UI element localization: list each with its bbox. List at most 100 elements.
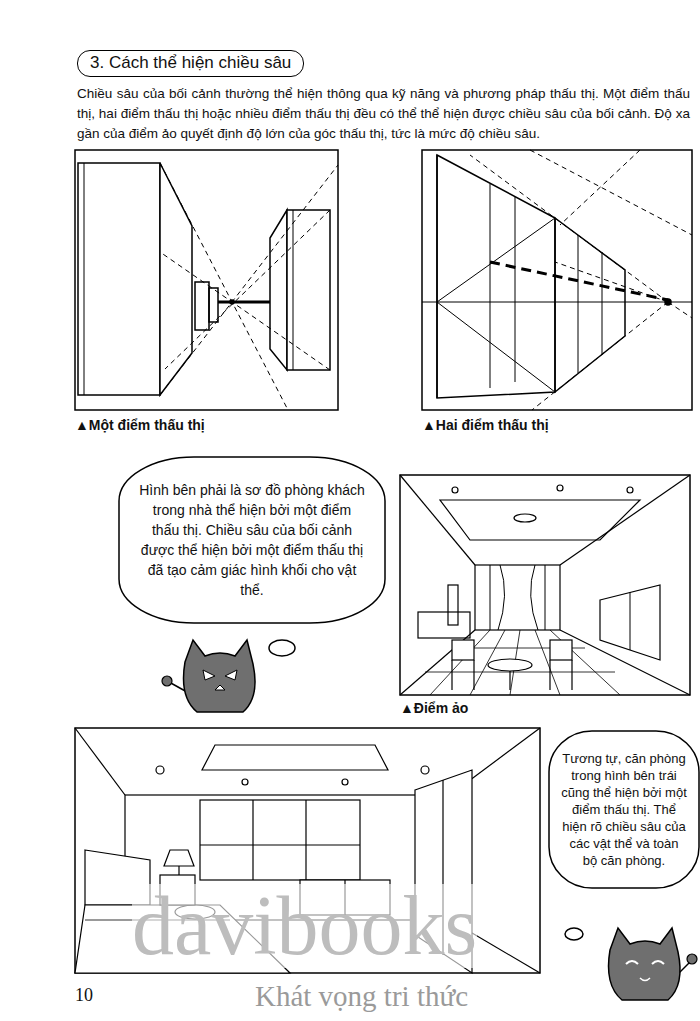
bedroom-figure-part	[305, 800, 306, 880]
one-point-figure-part	[84, 163, 85, 395]
section-title: 3. Cách thể hiện chiều sâu	[77, 50, 304, 77]
living-room-figure-part	[473, 660, 474, 690]
living-room-figure-part-part	[550, 630, 620, 695]
living-room-figure-part	[488, 659, 532, 671]
living-room-figure-part	[400, 630, 475, 695]
speech-bubble: Tương tự, căn phòng trong hình bên trái …	[548, 730, 700, 889]
living-room-figure-part	[560, 630, 690, 695]
two-point-figure-part	[490, 184, 491, 388]
one-point-figure-part	[230, 300, 234, 304]
living-room-figure-part-part	[430, 630, 490, 695]
two-point-figure-part-part	[530, 150, 692, 235]
living-room-figure-part	[440, 500, 640, 540]
page-number: 10	[75, 984, 93, 1006]
living-room-figure-part-part	[425, 672, 615, 673]
one-point-figure-part-part	[160, 163, 288, 410]
two-point-figure-part	[422, 302, 692, 303]
bubble-text-block: Hình bên phải là sơ đồ phòng khách trong…	[118, 456, 386, 624]
bubble-shape	[549, 731, 699, 888]
living-room-figure-part	[600, 585, 660, 660]
one-point-figure-part	[160, 163, 338, 410]
watermark-slogan: Khát vọng tri thức	[255, 980, 468, 1012]
living-room-figure-part	[452, 640, 474, 660]
bedroom-figure-part	[75, 728, 540, 973]
two-point-figure-part	[602, 252, 603, 355]
one-point-figure	[75, 150, 338, 410]
two-point-figure-part-part	[470, 155, 668, 302]
bedroom-figure-part	[342, 779, 348, 785]
living-room-figure-part	[490, 565, 491, 630]
two-point-figure-part	[437, 302, 555, 392]
watermark: davibooks	[132, 884, 477, 968]
bubble-text: Tương tự, căn phòng trong hình bên trái …	[561, 750, 687, 869]
two-point-figure-part-part	[560, 150, 640, 225]
two-point-figure-part	[490, 262, 668, 300]
bedroom-figure-part	[200, 800, 360, 880]
living-room-figure-part	[452, 487, 458, 493]
living-room-figure-part	[627, 487, 633, 493]
speech-bubble: Hình bên phải là sơ đồ phòng khách trong…	[118, 456, 386, 624]
bedroom-figure-part	[242, 779, 248, 785]
cat-mascot-part	[626, 961, 664, 964]
bubble-outline	[118, 456, 386, 624]
figure-caption: ▲Điểm ảo	[400, 699, 468, 717]
two-point-figure-part	[437, 218, 555, 302]
cat-mascot-part	[640, 978, 650, 981]
two-point-figure-part	[422, 150, 692, 410]
living-room-figure-part	[509, 671, 510, 690]
living-room-figure-part	[425, 630, 620, 695]
cat-mascot-part	[687, 954, 697, 964]
living-room-figure-part	[560, 475, 690, 565]
living-room-figure-part	[550, 640, 572, 660]
bedroom-figure-part	[156, 766, 164, 774]
two-point-figure-part-part	[668, 302, 692, 318]
bedroom-figure-part	[178, 866, 179, 875]
one-point-figure-part-part	[160, 165, 338, 395]
bubble-text-block: Tương tự, căn phòng trong hình bên trái …	[548, 730, 700, 889]
two-point-figure-part-part	[532, 302, 668, 410]
one-point-figure-part-part	[160, 252, 330, 370]
living-room-figure-part	[400, 475, 475, 565]
cat-mascot-part	[215, 685, 225, 690]
one-point-figure-part	[160, 163, 192, 395]
one-point-figure-part	[287, 210, 330, 370]
living-room-figure-part	[498, 565, 538, 630]
cat-mascot	[609, 928, 698, 1000]
thought-dot-part	[565, 928, 583, 940]
bedroom-figure-part	[202, 745, 388, 770]
living-room-figure-part	[400, 475, 690, 695]
two-point-figure-part	[665, 299, 671, 305]
living-room-figure-part	[630, 592, 631, 650]
living-room-figure-part	[549, 660, 550, 690]
living-room-figure-part	[571, 660, 572, 690]
living-room-figure-part	[514, 514, 536, 522]
bedroom-figure	[75, 728, 540, 973]
two-point-figure-part	[555, 218, 625, 392]
living-room-figure-part	[557, 485, 563, 491]
one-point-figure-part	[293, 210, 294, 370]
bedroom-figure-part	[75, 728, 125, 795]
two-point-figure-part	[578, 235, 579, 373]
living-room-figure-part	[475, 565, 560, 630]
living-room-figure-part	[545, 565, 546, 630]
thought-dot-part	[269, 640, 295, 656]
cat-mascot-part	[184, 640, 256, 712]
two-point-figure-part	[515, 197, 516, 382]
cat-mascot-part	[203, 670, 237, 680]
cat-mascot-part	[162, 676, 172, 686]
one-point-figure-part	[75, 150, 338, 410]
living-room-figure-part	[451, 660, 452, 690]
bubble-shape	[119, 457, 385, 623]
two-point-figure-part	[470, 150, 692, 410]
cat-mascot	[162, 640, 255, 712]
living-room-figure	[400, 475, 690, 695]
bedroom-figure-part	[421, 766, 429, 774]
figure-caption: ▲Một điểm thấu thị	[75, 416, 205, 434]
bedroom-figure-part	[200, 844, 360, 845]
living-room-figure-part	[448, 585, 458, 625]
living-room-figure-part	[418, 612, 470, 638]
one-point-figure-part	[209, 288, 218, 322]
two-point-figure-part	[437, 155, 555, 398]
intro-paragraph: Chiều sâu của bối cảnh thường thể hiện t…	[77, 84, 690, 144]
